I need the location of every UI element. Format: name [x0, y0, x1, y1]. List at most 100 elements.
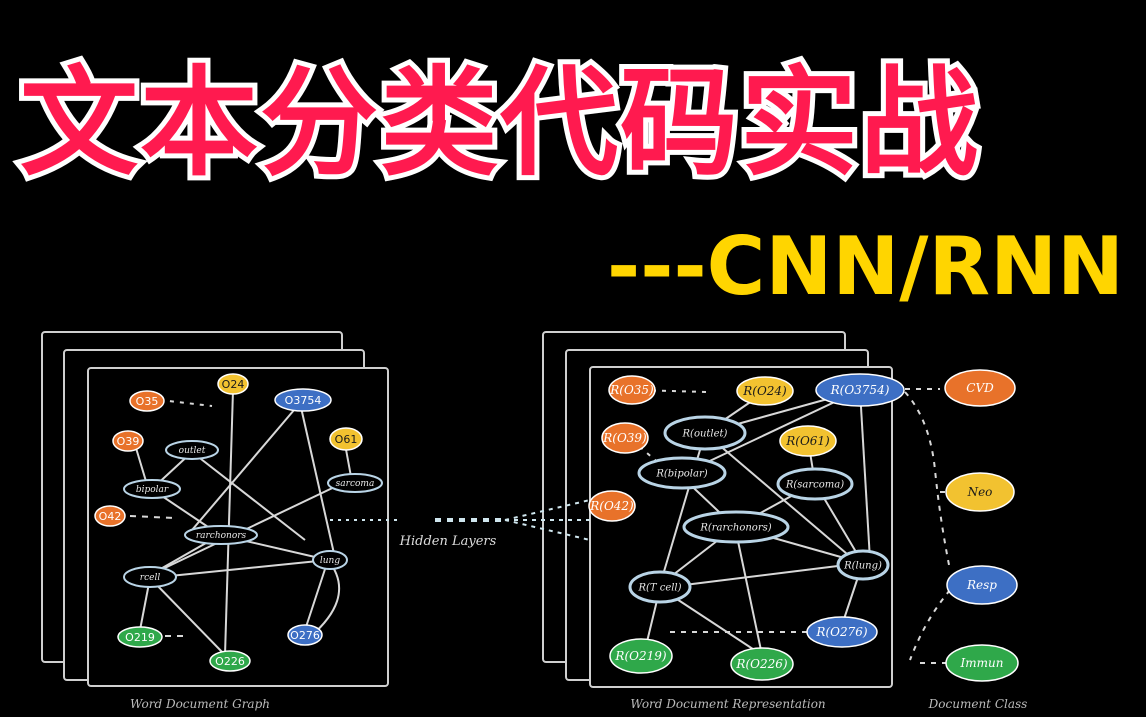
left-node-o3754-shape: [274, 388, 332, 412]
left-node-o24: O24: [217, 373, 249, 395]
classes-caption: Document Class: [928, 697, 1028, 711]
class-cvd-shape: [944, 369, 1016, 407]
left-node-o61-shape: [329, 427, 363, 451]
left-word-1: bipolar: [123, 479, 181, 499]
left-word-2-shape: [327, 473, 383, 493]
right-panel-caption: Word Document Representation: [630, 697, 825, 711]
right-node-r42: R(O42): [588, 490, 636, 522]
left-word-2-label: sarcoma: [336, 479, 375, 489]
class-neo-label: Neo: [967, 485, 993, 499]
right-word-0-shape: [663, 415, 747, 451]
left-node-o39: O39: [112, 430, 144, 452]
left-word-3-label: rarchonors: [196, 531, 247, 541]
left-node-o276-label: O276: [290, 629, 320, 642]
class-resp-label: Resp: [966, 578, 997, 592]
right-node-r35-label: R(O35): [609, 383, 654, 397]
right-word-2-label: R(sarcoma): [785, 480, 844, 491]
left-node-o35: O35: [129, 390, 165, 412]
right-node-r24: R(O24): [736, 376, 794, 406]
right-node-r24-label: R(O24): [742, 384, 787, 398]
left-word-1-label: bipolar: [136, 485, 169, 495]
right-node-r39-shape: [601, 422, 649, 454]
right-node-r3754: R(O3754): [815, 373, 905, 407]
right-word-4-shape: [628, 570, 692, 604]
left-node-o39-label: O39: [117, 435, 140, 448]
right-word-3: R(rarchonors): [682, 510, 790, 544]
left-word-5: lung: [312, 550, 348, 570]
left-node-o3754: O3754: [274, 388, 332, 412]
right-word-1: R(bipolar): [637, 456, 727, 490]
right-node-r226-shape: [730, 647, 794, 681]
right-words: R(outlet) R(bipolar) R(sarcoma) R(rarchonor…: [628, 415, 890, 604]
left-word-3-shape: [184, 525, 258, 545]
left-node-o226-label: O226: [215, 655, 245, 668]
left-word-3: rarchonors: [184, 525, 258, 545]
right-node-r35-shape: [608, 375, 656, 405]
left-node-o219-label: O219: [125, 631, 155, 644]
right-node-r276: R(O276): [806, 616, 878, 648]
right-node-r219-shape: [609, 638, 673, 674]
class-neo-shape: [945, 472, 1015, 512]
right-node-r61-shape: [779, 425, 837, 457]
left-word-1-shape: [123, 479, 181, 499]
right-node-r219-label: R(O219): [614, 649, 666, 663]
left-panel-caption: Word Document Graph: [130, 697, 270, 711]
left-node-o226: O226: [209, 650, 251, 672]
right-node-r61: R(O61): [779, 425, 837, 457]
right-node-r35: R(O35): [608, 375, 656, 405]
right-node-r39: R(O39): [601, 422, 649, 454]
left-node-o219: O219: [117, 626, 163, 648]
left-node-o219-shape: [117, 626, 163, 648]
class-resp: Resp: [946, 565, 1018, 605]
right-node-r276-label: R(O276): [815, 625, 867, 639]
right-node-r24-shape: [736, 376, 794, 406]
right-node-r276-shape: [806, 616, 878, 648]
left-node-o61-label: O61: [335, 433, 358, 446]
right-word-5-shape: [836, 549, 890, 581]
class-cvd-label: CVD: [966, 381, 994, 395]
right-word-2-shape: [776, 467, 854, 501]
right-node-r219: R(O219): [609, 638, 673, 674]
class-immun-label: Immun: [960, 656, 1004, 670]
left-node-o35-shape: [129, 390, 165, 412]
left-word-0-shape: [165, 440, 219, 460]
left-word-0: outlet: [165, 440, 219, 460]
class-cvd: CVD: [944, 369, 1016, 407]
right-node-r226: R(O226): [730, 647, 794, 681]
right-node-r226-label: R(O226): [735, 657, 787, 671]
left-node-o42-label: O42: [99, 510, 122, 523]
left-node-o39-shape: [112, 430, 144, 452]
right-node-r39-label: R(O39): [602, 431, 647, 445]
left-word-5-label: lung: [320, 556, 340, 566]
left-node-o226-shape: [209, 650, 251, 672]
left-node-o276-shape: [287, 624, 323, 646]
left-word-4: rcell: [123, 566, 177, 588]
right-node-r61-label: R(O61): [785, 434, 830, 448]
left-node-o24-label: O24: [222, 378, 245, 391]
page-subtitle: ---CNN/RNN: [607, 220, 1124, 313]
right-nodes: R(O35)R(O24)R(O3754)R(O39)R(O61)R(O42)R(…: [588, 373, 905, 681]
left-word-4-shape: [123, 566, 177, 588]
right-node-r42-shape: [588, 490, 636, 522]
left-node-o24-shape: [217, 373, 249, 395]
right-word-3-shape: [682, 510, 790, 544]
right-word-4-label: R(T cell): [637, 583, 681, 594]
right-node-r3754-label: R(O3754): [830, 383, 890, 397]
hidden-layer-connector: [330, 499, 595, 541]
page-title: 文本分类代码实战: [15, 49, 983, 197]
right-word-2: R(sarcoma): [776, 467, 854, 501]
right-word-5: R(lung): [836, 549, 890, 581]
right-node-r3754-shape: [815, 373, 905, 407]
left-node-o61: O61: [329, 427, 363, 451]
left-words: outlet bipolar sarcoma rarchonors rcell lung: [123, 440, 383, 588]
class-immun: Immun: [945, 644, 1019, 682]
left-panel-stack: [41, 331, 389, 687]
class-immun-shape: [945, 644, 1019, 682]
left-word-0-label: outlet: [179, 446, 206, 456]
right-word-5-label: R(lung): [843, 561, 882, 572]
left-word-2: sarcoma: [327, 473, 383, 493]
left-node-o42-shape: [94, 505, 126, 527]
right-word-0: R(outlet): [663, 415, 747, 451]
